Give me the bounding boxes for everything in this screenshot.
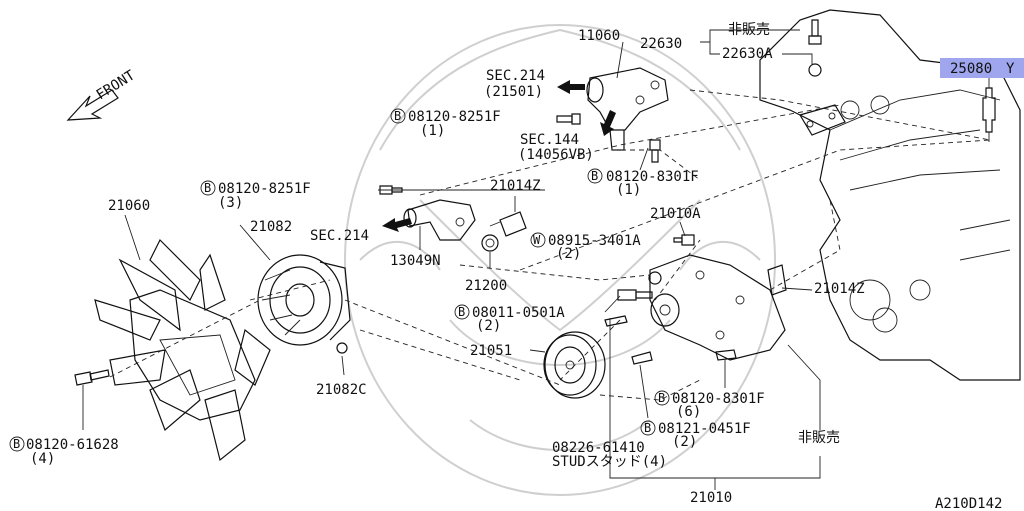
bolt-0501: B 08011-0501A (2) [454, 304, 565, 334]
label-21200: 21200 [465, 278, 507, 294]
label-21082c: 21082C [316, 382, 367, 398]
label-21082: 21082 [250, 219, 292, 235]
label-22630: 22630 [640, 36, 682, 52]
label-nonsale-bottom: 非販売 [798, 430, 840, 446]
thermostat-21200 [481, 234, 499, 252]
label-21010a: 21010A [650, 206, 701, 222]
leader-lines [82, 29, 990, 490]
washer-3401: W 08915-3401A (2) [530, 232, 641, 262]
label-08120-8301f-top: 08120-8301F [606, 169, 699, 185]
label-13049n: 13049N [390, 253, 441, 269]
bolt-8301-bottom: B 08120-8301F (6) [654, 390, 765, 420]
part-21014z-top [489, 211, 527, 237]
label-11060: 11060 [578, 28, 620, 44]
label-21060: 21060 [108, 198, 150, 214]
label-nonsale-top: 非販売 [728, 22, 770, 38]
label-08120-8251f-top: 08120-8251F [408, 109, 501, 125]
svg-text:B: B [458, 305, 465, 319]
front-label: FRONT [94, 67, 139, 103]
fan-coupling-21082 [257, 254, 351, 354]
bolt-8251-mid: B 08120-8251F (3) [200, 180, 311, 211]
bolt-icon [74, 113, 737, 386]
label-sec144-sub: (14056VB) [518, 147, 594, 163]
hose-13049n [403, 199, 476, 241]
svg-text:(6): (6) [676, 404, 701, 420]
label-08121-0451f: 08121-0451F [658, 421, 751, 437]
label-stud: STUDスタッド(4) [552, 454, 667, 470]
label-sec214-mid: SEC.214 [310, 228, 369, 244]
figure-code: A210D142 [935, 496, 1002, 511]
bolt-8301-top: B 08120-8301F (1) [587, 168, 699, 198]
svg-text:B: B [591, 169, 598, 183]
label-25080: 25080 [950, 61, 992, 77]
b-marker: B [394, 109, 401, 123]
gasket [799, 104, 846, 136]
front-arrow-icon [66, 89, 119, 121]
svg-text:(2): (2) [556, 246, 581, 262]
svg-text:B: B [13, 437, 20, 451]
part-labels: 11060 22630 非販売 22630A 25080 Y SEC.214 (… [9, 22, 1024, 511]
svg-text:(4): (4) [30, 451, 55, 467]
spark-plug-icon [982, 87, 996, 142]
svg-text:(3): (3) [218, 195, 243, 211]
pulley-21051 [543, 331, 606, 399]
label-08226-61410: 08226-61410 [552, 440, 645, 456]
label-22630a: 22630A [722, 46, 773, 62]
svg-text:B: B [658, 391, 665, 405]
svg-text:(1): (1) [616, 182, 641, 198]
dashed-lines [109, 89, 991, 401]
arrow-icon [382, 80, 616, 232]
label-21051: 21051 [470, 343, 512, 359]
label-21014z-top: 21014Z [490, 178, 541, 194]
label-21010: 21010 [690, 490, 732, 506]
svg-text:(2): (2) [476, 318, 501, 334]
svg-text:B: B [644, 421, 651, 435]
label-sec214-top-sub: (21501) [484, 84, 543, 100]
sensor-22630 [808, 19, 822, 77]
label-qty-1: (1) [420, 123, 445, 139]
water-pump-21010 [648, 254, 787, 361]
watermark-emblem [344, 24, 776, 496]
svg-text:W: W [533, 233, 541, 247]
label-08120-8301f-bottom: 08120-8301F [672, 391, 765, 407]
label-08011-0501a: 08011-0501A [472, 305, 565, 321]
label-sec144: SEC.144 [520, 132, 579, 148]
bolt-8251-top: B 08120-8251F (1) [390, 108, 501, 139]
fan-21060 [94, 238, 271, 462]
bolt-61628: B 08120-61628 (4) [9, 436, 119, 467]
label-08120-61628: 08120-61628 [26, 437, 119, 453]
highlight-25080y [940, 58, 1024, 78]
label-25080-suffix: Y [1006, 61, 1015, 77]
water-outlet-11060 [586, 67, 669, 151]
label-08915-3401a: 08915-3401A [548, 233, 641, 249]
bolt-0451: B 08121-0451F (2) [640, 420, 751, 450]
svg-text:(2): (2) [672, 434, 697, 450]
label-08120-8251f-mid: 08120-8251F [218, 181, 311, 197]
label-sec214-top: SEC.214 [486, 68, 545, 84]
label-21014z-right: 21014Z [814, 281, 865, 297]
svg-text:B: B [204, 181, 211, 195]
